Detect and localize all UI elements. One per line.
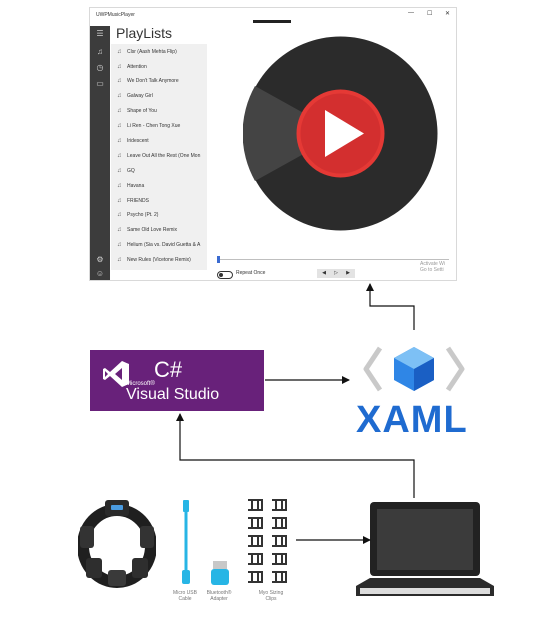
- feedback-icon[interactable]: ☺: [95, 269, 105, 278]
- xaml-label: XAML: [356, 399, 468, 441]
- list-item[interactable]: ♫Same Old Love Remix: [117, 223, 205, 237]
- list-item[interactable]: ♫Li Ren - Chen Tong Xue: [117, 119, 205, 133]
- music-note-icon: ♫: [117, 123, 122, 129]
- settings-icon[interactable]: ⚙: [96, 255, 104, 264]
- language-label: C#: [154, 357, 183, 382]
- music-note-icon: ♫: [117, 212, 122, 218]
- list-item[interactable]: ♫Psycho (Pt. 2): [117, 208, 205, 222]
- list-item[interactable]: ♫GQ: [117, 164, 205, 178]
- music-note-icon: ♫: [117, 257, 122, 263]
- recent-icon[interactable]: ◷: [96, 63, 104, 72]
- music-note-icon: ♫: [117, 168, 122, 174]
- playlist: ♫Clsr (Aash Mehta Flip) ♫Attention ♫We D…: [111, 44, 207, 270]
- music-note-icon: ♫: [117, 108, 122, 114]
- music-note-icon: ♫: [117, 64, 122, 70]
- music-note-icon: ♫: [117, 242, 122, 248]
- list-item[interactable]: ♫Galway Girl: [117, 89, 205, 103]
- previous-button[interactable]: ◀: [322, 270, 326, 276]
- list-item[interactable]: ♫We Don't Talk Anymore: [117, 74, 205, 88]
- repeat-toggle[interactable]: [217, 271, 233, 279]
- music-note-icon: ♫: [117, 198, 122, 204]
- close-button[interactable]: ✕: [445, 11, 451, 17]
- minimize-button[interactable]: —: [408, 10, 414, 16]
- list-item[interactable]: ♫Attention: [117, 60, 205, 74]
- list-item[interactable]: ♫Iridescent: [117, 134, 205, 148]
- play-button[interactable]: ▷: [334, 270, 338, 276]
- visual-studio-logo-icon: [103, 361, 129, 387]
- visual-studio-banner: C# Microsoft® Visual Studio: [90, 350, 264, 411]
- laptop-icon: [356, 502, 494, 596]
- maximize-button[interactable]: ☐: [427, 11, 433, 17]
- drag-handle[interactable]: [253, 20, 291, 23]
- list-item[interactable]: ♫Leave Out All the Rest (One Mon: [117, 149, 205, 163]
- music-player-window: UWPMusicPlayer — ☐ ✕ ☰ ♫ ◷ ▭ ⚙ ☺ PlayLis…: [90, 8, 456, 280]
- clips-caption: Myo Sizing Clips: [258, 590, 284, 602]
- sizing-clips-icon: [248, 499, 287, 583]
- list-item[interactable]: ♫Shape of You: [117, 104, 205, 118]
- transport-controls: ◀ ▷ ▶: [317, 269, 355, 278]
- list-item[interactable]: ♫Clsr (Aash Mehta Flip): [117, 45, 205, 59]
- seek-handle[interactable]: [217, 256, 220, 263]
- bluetooth-adapter-icon: [211, 561, 229, 585]
- seek-bar[interactable]: [217, 259, 449, 260]
- music-note-icon: ♫: [117, 93, 122, 99]
- list-item[interactable]: ♫New Rules (Vicetone Remix): [117, 253, 205, 267]
- list-item[interactable]: ♫Helium (Sia vs. David Guetta & A: [117, 238, 205, 252]
- arrow-xaml-to-player: [366, 283, 415, 330]
- video-icon[interactable]: ▭: [96, 79, 104, 88]
- music-note-icon: ♫: [117, 78, 122, 84]
- sidebar: ☰ ♫ ◷ ▭ ⚙ ☺: [90, 26, 110, 280]
- play-icon: [325, 110, 364, 157]
- microsoft-label: Microsoft®: [126, 381, 155, 387]
- usb-cable-icon: [182, 500, 190, 584]
- music-note-icon: ♫: [117, 49, 122, 55]
- hamburger-icon[interactable]: ☰: [96, 29, 104, 38]
- xaml-logo-icon: [363, 346, 465, 392]
- arrow-laptop-to-vs: [176, 413, 415, 498]
- list-item[interactable]: ♫Havana: [117, 179, 205, 193]
- music-note-icon: ♫: [117, 183, 122, 189]
- window-title: UWPMusicPlayer: [96, 12, 135, 18]
- activation-watermark: Activate Wi Go to Setti: [420, 261, 446, 273]
- usb-caption: Micro USB Cable: [173, 590, 197, 602]
- music-note-icon: ♫: [117, 138, 122, 144]
- list-item[interactable]: ♫FRIENDS: [117, 194, 205, 208]
- album-art-disc: [243, 36, 438, 231]
- music-note-icon: ♫: [117, 227, 122, 233]
- product-name: Visual Studio: [126, 386, 220, 403]
- next-button[interactable]: ▶: [346, 270, 350, 276]
- armband-device-icon: [78, 500, 156, 588]
- music-library-icon[interactable]: ♫: [97, 47, 103, 56]
- repeat-label: Repeat Once: [236, 270, 266, 276]
- bluetooth-caption: Bluetooth® Adapter: [206, 590, 232, 602]
- music-note-icon: ♫: [117, 153, 122, 159]
- page-title: PlayLists: [116, 25, 173, 41]
